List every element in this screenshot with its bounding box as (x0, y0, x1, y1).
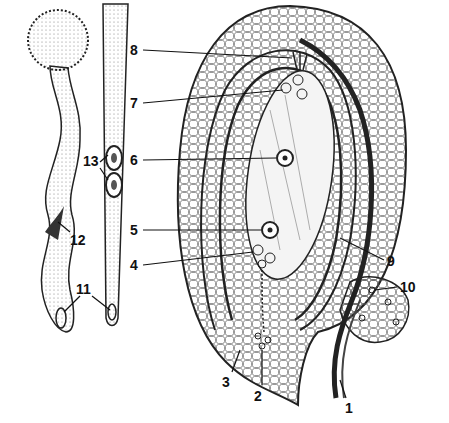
callout-number: 2 (254, 388, 262, 404)
callout-number: 4 (130, 257, 138, 273)
ovule (178, 6, 409, 405)
pollen-tube (28, 4, 128, 332)
callout-number: 1 (345, 400, 353, 416)
leader-lines (58, 50, 397, 398)
callout-number: 6 (130, 152, 138, 168)
callout-number: 11 (76, 281, 91, 297)
callout-number: 3 (222, 374, 230, 390)
callout-number: 13 (83, 153, 99, 169)
callout-number: 8 (130, 42, 138, 58)
callout-number: 12 (70, 232, 86, 248)
callout-number: 9 (387, 253, 395, 269)
callout-number: 10 (400, 279, 416, 295)
callout-number: 7 (130, 95, 138, 111)
callout-number: 5 (130, 222, 138, 238)
